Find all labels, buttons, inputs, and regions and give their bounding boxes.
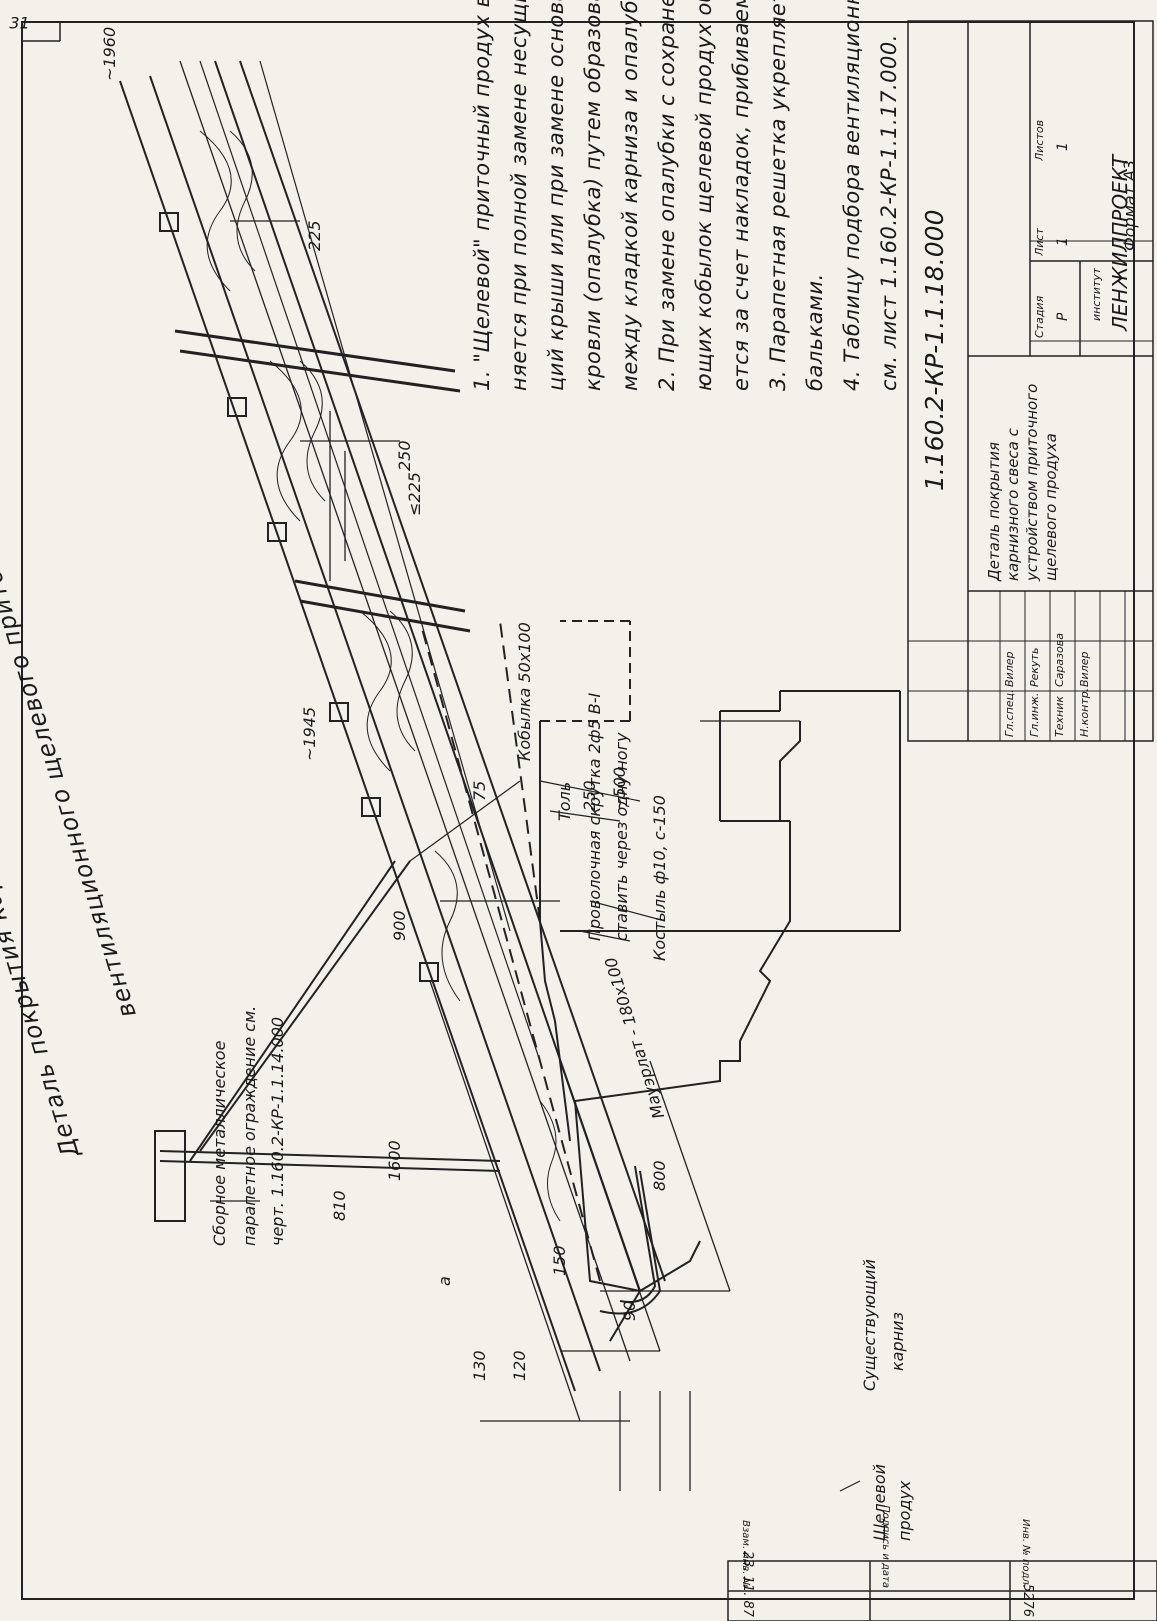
note-line: 3. Парапетная решетка укрепляется к опал… xyxy=(766,0,790,391)
page-number: 31 xyxy=(9,13,30,33)
stamp-stage-label: Стадия xyxy=(1033,295,1046,338)
callout-parapet-1: Сборное металлическое xyxy=(210,1040,229,1246)
archive-stamp-lines xyxy=(727,1560,1157,1621)
note-line: няется при полной замене несущих констру… xyxy=(507,0,531,391)
cornice-wall xyxy=(419,620,901,1342)
stamp-sheet-label: Лист xyxy=(1033,228,1046,256)
note-line: 1. "Щелевой" приточный продух в карнизе … xyxy=(470,0,494,391)
stamp-role: Гл.инж. xyxy=(1028,692,1041,737)
dim-250b: 250 xyxy=(580,780,599,811)
dim-900: 900 xyxy=(390,910,409,941)
parapet xyxy=(154,860,501,1222)
stamp-sheets-label: Листов xyxy=(1033,119,1046,161)
callout-existing-2: карниз xyxy=(888,1312,907,1371)
dimension-lines xyxy=(179,60,800,1491)
stamp-stage: Р xyxy=(1055,312,1071,321)
stamp-role: Гл.спец. xyxy=(1003,689,1016,737)
stamp-name: Саразова xyxy=(1053,633,1066,687)
note-line: 4. Таблицу подбора вентиляционных устрой… xyxy=(840,0,864,391)
leader-lines xyxy=(210,780,861,1492)
dim-225b: ≤225 xyxy=(405,472,424,516)
dim-120: 120 xyxy=(510,1350,529,1381)
stamp-sheets: 1 xyxy=(1055,142,1071,151)
stamp-name: Вилер xyxy=(1078,651,1091,687)
callout-existing-1: Существующий xyxy=(860,1259,879,1391)
note-line: бальками. xyxy=(803,273,827,391)
stamp-sheet: 1 xyxy=(1055,237,1071,246)
dim-a: a xyxy=(435,1276,454,1286)
drawing-code: 1.160.2-КР-1.1.18.000 xyxy=(920,209,949,491)
archive-label: Инв. № подл. xyxy=(1020,1519,1031,1588)
note-line: 2. При замене опалубки с сохранением сущ… xyxy=(655,0,679,391)
note-line: кровли (опалубка) путем образования зазо… xyxy=(581,0,605,391)
dim-1945: ~1945 xyxy=(300,706,319,761)
callout-kobylka: Кобылка 50х100 xyxy=(515,622,534,761)
stamp-role: Н.контр. xyxy=(1078,687,1091,737)
dim-90: 90 xyxy=(620,1300,639,1321)
dim-1600: 1600 xyxy=(385,1140,404,1181)
archive-number: 5276 xyxy=(1020,1583,1035,1617)
archive-label: Подпись и дата xyxy=(880,1505,891,1588)
dim-225a: 225 xyxy=(305,220,324,251)
callout-parapet-2: парапетное ограждение см. xyxy=(240,1005,259,1246)
note-line: ций крыши или при замене основания xyxy=(544,0,568,391)
dim-800: 800 xyxy=(650,1160,669,1191)
stamp-org-label: институт xyxy=(1090,267,1103,321)
callout-slot-2: продух xyxy=(895,1480,914,1541)
sheet-frame xyxy=(21,21,1135,1600)
dim-500: ~500 xyxy=(610,767,629,811)
format-label: Формат А3 xyxy=(1120,159,1139,251)
dim-810: 810 xyxy=(330,1190,349,1221)
dim-1960: ~1960 xyxy=(100,26,119,81)
roof-slope xyxy=(119,60,666,1392)
note-line: ется за счет накладок, прибиваемых к коб… xyxy=(729,0,753,391)
note-line: см. лист 1.160.2-КР-1.1.17.000. xyxy=(877,34,901,391)
callout-parapet-3: черт. 1.160.2-КР-1.1.14.000 xyxy=(268,1016,287,1246)
stamp-role: Техник xyxy=(1053,696,1066,737)
callout-tol: Толь xyxy=(555,781,574,821)
note-line: между кладкой карниза и опалубкой xyxy=(618,0,642,391)
dim-75: 75 xyxy=(470,780,489,801)
callout-wire-2: ставить через одну ногу xyxy=(612,732,631,941)
callout-kostyl: Костыль ф10, с-150 xyxy=(650,795,669,961)
dim-150: 150 xyxy=(550,1245,569,1276)
stamp-name: Вилер xyxy=(1003,651,1016,687)
title-block xyxy=(907,20,1154,742)
note-line: ющих кобылок щелевой продух образовыва- xyxy=(692,0,716,391)
dim-130: 130 xyxy=(470,1350,489,1381)
stamp-name: Рекуть xyxy=(1028,647,1041,687)
dim-250a: 250 xyxy=(395,440,414,471)
callout-wire-1: Проволочная скрутка 2ф5 В-I xyxy=(585,692,604,941)
archive-label: Взам. инв. № xyxy=(740,1520,751,1588)
stamp-description: Деталь покрытия карнизного свеса с устро… xyxy=(985,383,1060,581)
